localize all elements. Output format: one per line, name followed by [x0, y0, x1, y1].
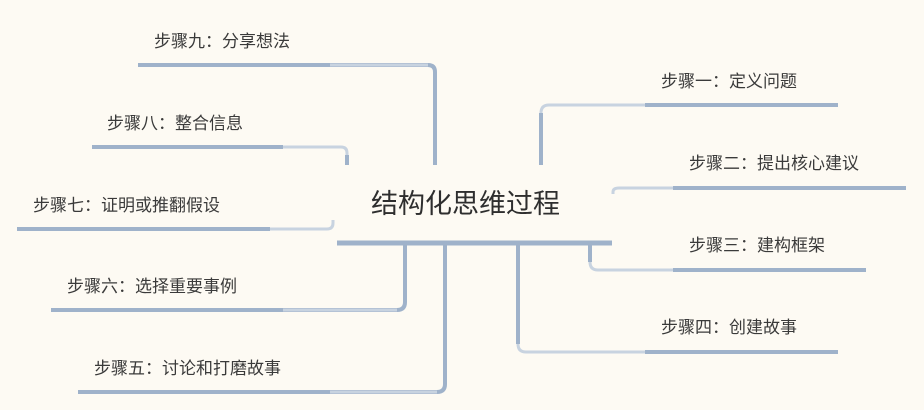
branch-step-6[interactable]: 步骤六：选择重要事例 [67, 277, 237, 297]
branch-step-3[interactable]: 步骤三：建构框架 [689, 236, 825, 256]
branch-step-9[interactable]: 步骤九：分享想法 [154, 32, 290, 52]
branch-step-4[interactable]: 步骤四：创建故事 [661, 318, 797, 338]
branch-step-1[interactable]: 步骤一：定义问题 [661, 72, 797, 92]
branch-step-5[interactable]: 步骤五：讨论和打磨故事 [94, 359, 281, 379]
branch-step-7[interactable]: 步骤七：证明或推翻假设 [33, 196, 220, 216]
branch-step-2[interactable]: 步骤二：提出核心建议 [689, 154, 859, 174]
branch-step-8[interactable]: 步骤八：整合信息 [107, 114, 243, 134]
root-topic[interactable]: 结构化思维过程 [371, 189, 560, 220]
